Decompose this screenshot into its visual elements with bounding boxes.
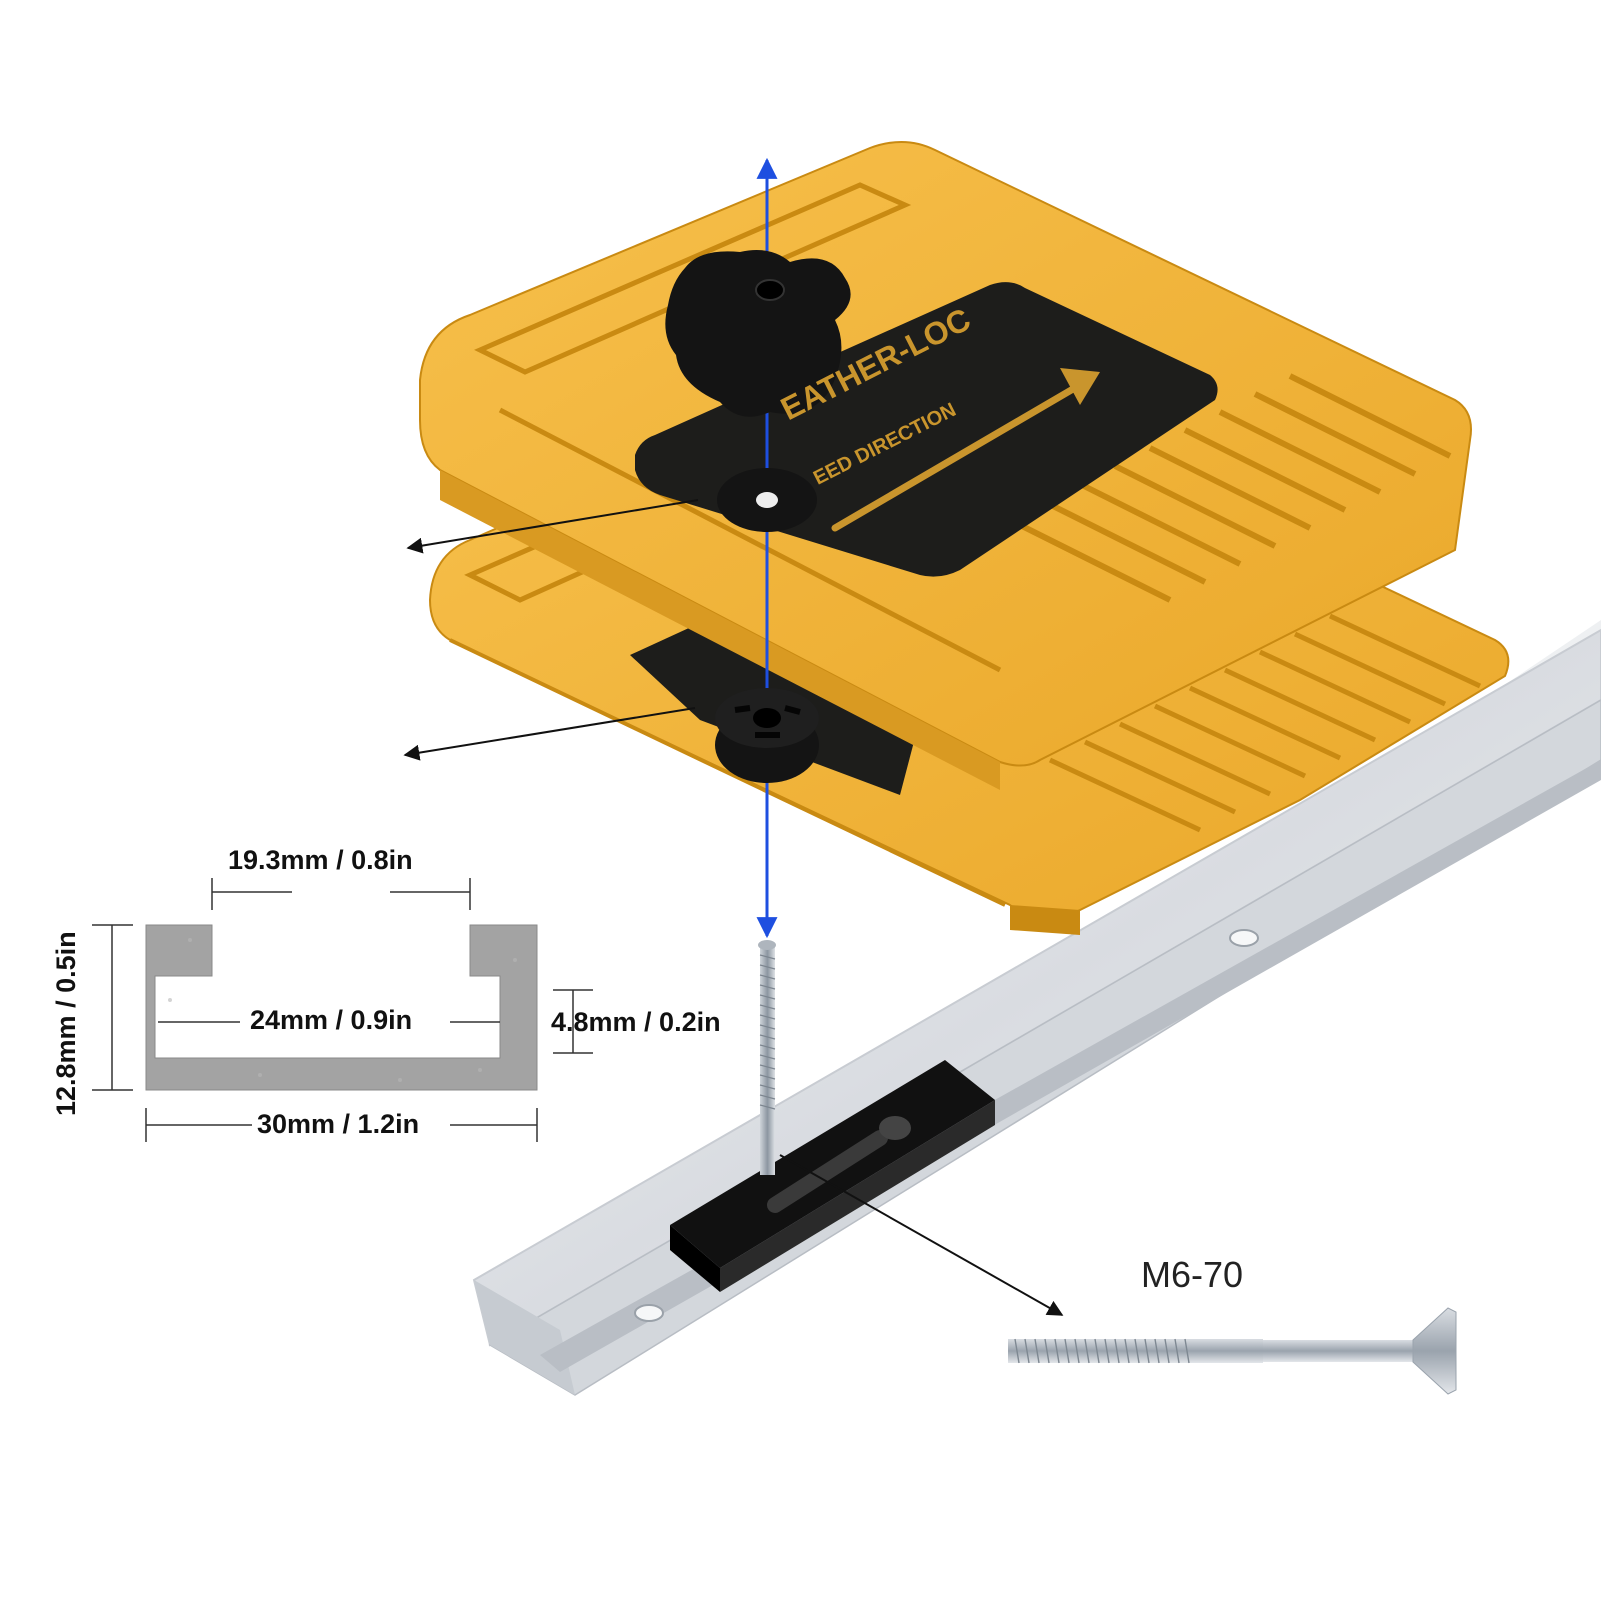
dimension-inner-width: 24mm / 0.9in <box>250 1005 413 1035</box>
dimension-top-opening: 19.3mm / 0.8in <box>228 845 413 875</box>
dimension-height: 12.8mm / 0.5in <box>51 931 81 1116</box>
screw-icon <box>1008 1307 1457 1395</box>
washer-icon <box>717 468 817 532</box>
round-nut-icon <box>715 688 819 783</box>
screw-size-label: M6-70 <box>1141 1254 1244 1295</box>
dimension-total-width: 30mm / 1.2in <box>257 1109 420 1139</box>
leader-arrow-screw <box>779 1154 1064 1316</box>
knob-icon <box>665 249 851 417</box>
leader-arrow-nut <box>403 707 696 761</box>
t-track-profile <box>145 924 538 1091</box>
featherboard-upper <box>419 140 1472 790</box>
dimension-lines <box>92 878 593 1142</box>
slider-icon <box>670 1060 995 1292</box>
leader-arrow-washer <box>406 499 699 554</box>
dimension-lip-thickness: 4.8mm / 0.2in <box>551 1007 721 1037</box>
t-bolt-icon <box>758 940 776 1175</box>
